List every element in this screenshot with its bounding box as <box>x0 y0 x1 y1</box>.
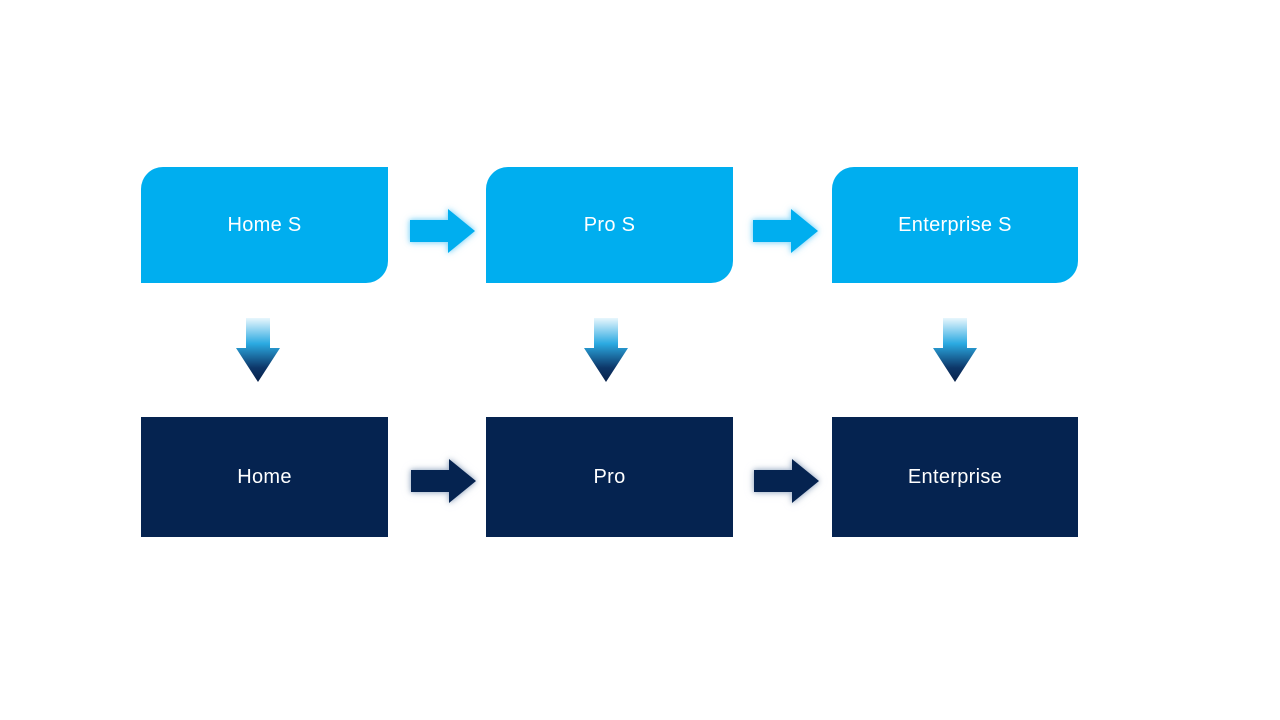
node-home-s-label: Home S <box>227 213 302 236</box>
node-home-label: Home <box>237 465 292 488</box>
node-enterprise: Enterprise <box>832 417 1078 537</box>
node-home: Home <box>141 417 388 537</box>
node-enterprise-s-label: Enterprise S <box>898 213 1012 236</box>
node-pro-s: Pro S <box>486 167 733 283</box>
node-pro-s-label: Pro S <box>583 213 636 236</box>
node-enterprise-label: Enterprise <box>907 465 1003 488</box>
right-arrow-icon <box>410 209 475 253</box>
down-arrow-icon <box>236 318 280 382</box>
node-enterprise-s: Enterprise S <box>832 167 1078 283</box>
node-pro: Pro <box>486 417 733 537</box>
node-pro-label: Pro <box>593 465 626 488</box>
right-arrow-icon <box>411 459 476 503</box>
right-arrow-icon <box>754 459 819 503</box>
down-arrow-icon <box>584 318 628 382</box>
node-home-s: Home S <box>141 167 388 283</box>
down-arrow-icon <box>933 318 977 382</box>
right-arrow-icon <box>753 209 818 253</box>
